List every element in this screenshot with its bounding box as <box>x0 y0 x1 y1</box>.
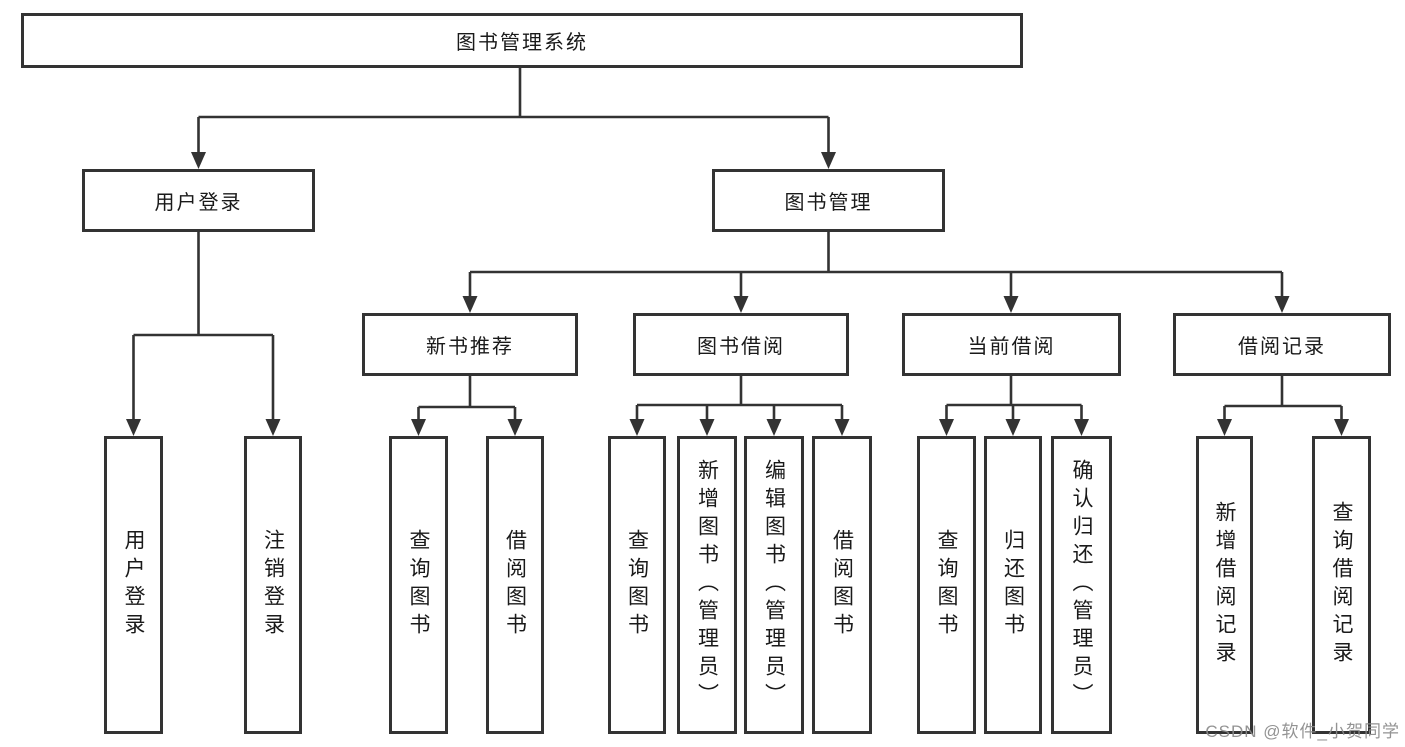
leaf-query-borrow-record: 查询借阅记录 <box>1312 436 1371 734</box>
leaf-query-books-recommend-label: 查询图书 <box>407 529 430 641</box>
leaf-query-books-borrow: 查询图书 <box>608 436 666 734</box>
node-user-login-label: 用户登录 <box>154 192 243 214</box>
node-borrow-records: 借阅记录 <box>1173 313 1391 376</box>
leaf-edit-book-admin-label: 编辑图书（管理员） <box>762 459 786 711</box>
watermark-text: CSDN @软件_小贺同学 <box>1205 722 1400 741</box>
leaf-query-books-current-label: 查询图书 <box>935 529 958 641</box>
leaf-borrow-books: 借阅图书 <box>812 436 872 734</box>
leaf-confirm-return-admin-label: 确认归还（管理员） <box>1070 459 1093 711</box>
leaf-borrow-books-label: 借阅图书 <box>830 529 854 641</box>
leaf-logout: 注销登录 <box>244 436 302 734</box>
leaf-borrow-books-recommend: 借阅图书 <box>486 436 544 734</box>
node-borrow-records-label: 借阅记录 <box>1238 336 1326 358</box>
node-library-system-label: 图书管理系统 <box>456 32 588 54</box>
node-library-system: 图书管理系统 <box>21 13 1023 68</box>
node-new-book-recommend-label: 新书推荐 <box>426 336 514 358</box>
leaf-add-borrow-record: 新增借阅记录 <box>1196 436 1253 734</box>
leaf-query-books-recommend: 查询图书 <box>389 436 448 734</box>
node-book-borrowing-label: 图书借阅 <box>697 336 785 358</box>
node-current-borrowing: 当前借阅 <box>902 313 1121 376</box>
leaf-add-book-admin-label: 新增图书（管理员） <box>695 459 719 711</box>
node-new-book-recommend: 新书推荐 <box>362 313 578 376</box>
node-user-login: 用户登录 <box>82 169 315 232</box>
node-book-management-label: 图书管理 <box>784 192 873 214</box>
leaf-add-borrow-record-label: 新增借阅记录 <box>1213 501 1236 669</box>
leaf-return-books-label: 归还图书 <box>1001 529 1025 641</box>
leaf-query-books-borrow-label: 查询图书 <box>625 529 649 641</box>
node-book-borrowing: 图书借阅 <box>633 313 849 376</box>
leaf-add-book-admin: 新增图书（管理员） <box>677 436 737 734</box>
leaf-user-login-label: 用户登录 <box>122 529 145 641</box>
leaf-borrow-books-recommend-label: 借阅图书 <box>503 529 527 641</box>
leaf-user-login: 用户登录 <box>104 436 163 734</box>
node-current-borrowing-label: 当前借阅 <box>967 336 1056 358</box>
node-book-management: 图书管理 <box>712 169 945 232</box>
leaf-return-books: 归还图书 <box>984 436 1042 734</box>
leaf-edit-book-admin: 编辑图书（管理员） <box>744 436 804 734</box>
leaf-query-books-current: 查询图书 <box>917 436 976 734</box>
leaf-query-borrow-record-label: 查询借阅记录 <box>1330 501 1353 669</box>
leaf-confirm-return-admin: 确认归还（管理员） <box>1051 436 1112 734</box>
leaf-logout-label: 注销登录 <box>261 529 285 641</box>
